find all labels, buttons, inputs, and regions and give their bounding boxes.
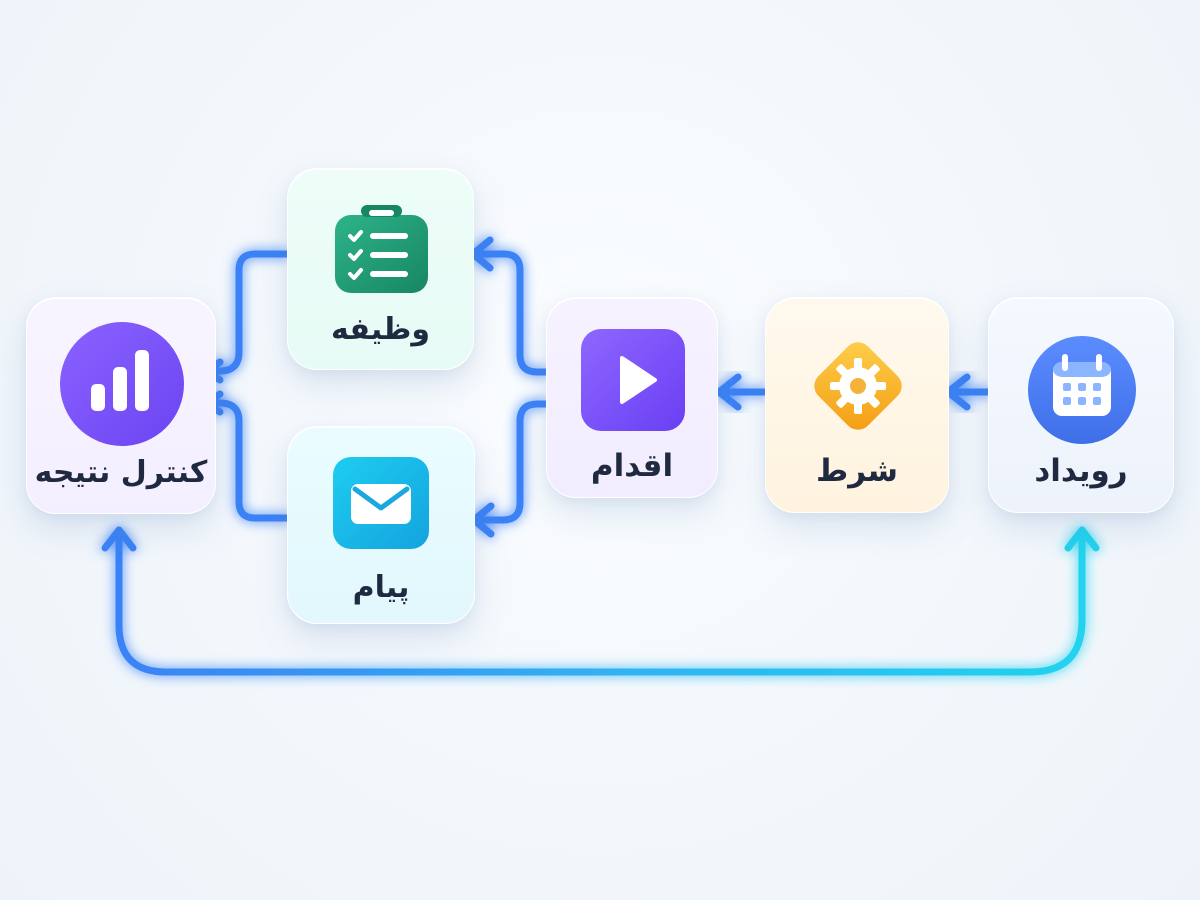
condition-node: شرط bbox=[765, 297, 949, 513]
result-control-label: کنترل نتیجه bbox=[34, 455, 208, 490]
connector-message-to-result bbox=[202, 390, 291, 522]
task-label: وظیفه bbox=[331, 312, 430, 347]
clipboard-checklist-icon bbox=[335, 205, 428, 293]
connector-condition-to-action bbox=[715, 373, 769, 411]
connector-loop-event-to-result bbox=[101, 526, 1100, 676]
result-control-node: کنترل نتیجه bbox=[26, 297, 216, 514]
message-label: پیام bbox=[352, 570, 410, 605]
play-icon bbox=[581, 329, 685, 431]
bar-chart-icon bbox=[60, 322, 184, 446]
connector-action-to-task bbox=[469, 236, 550, 376]
calendar-icon bbox=[1028, 336, 1136, 444]
condition-label: شرط bbox=[816, 453, 898, 489]
message-node: پیام bbox=[287, 426, 475, 624]
event-node: رویداد bbox=[988, 297, 1174, 513]
action-node: اقدام bbox=[546, 297, 718, 498]
task-node: وظیفه bbox=[287, 168, 474, 370]
connector-event-to-condition bbox=[944, 373, 992, 411]
envelope-icon bbox=[333, 457, 429, 549]
connector-task-to-result bbox=[202, 250, 291, 384]
action-label: اقدام bbox=[590, 448, 674, 484]
gear-icon bbox=[814, 342, 902, 430]
connector-action-to-message bbox=[470, 400, 550, 538]
event-label: رویداد bbox=[1034, 453, 1128, 489]
